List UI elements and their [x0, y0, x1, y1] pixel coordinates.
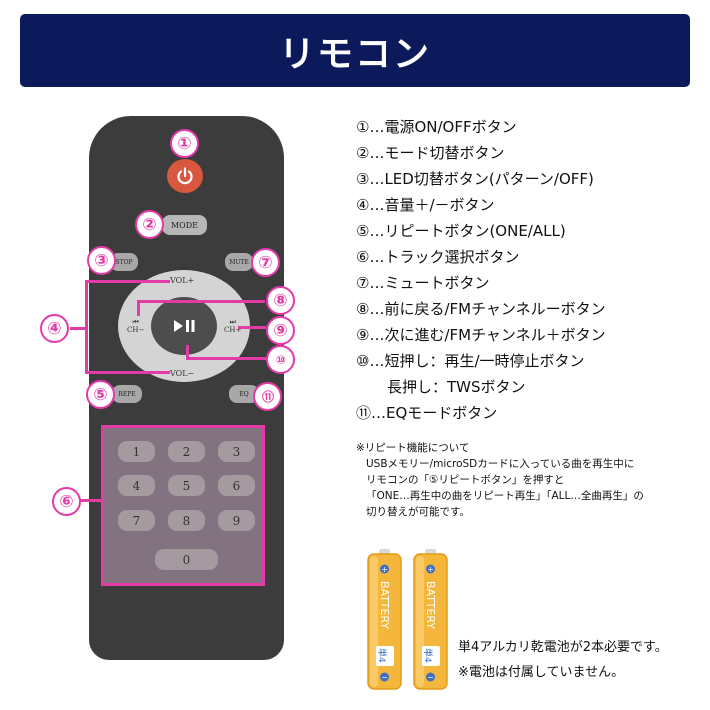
mute-button[interactable]: MUTE — [225, 253, 253, 271]
ch-up-label: CH+ — [224, 326, 242, 334]
vol-up-label: VOL+ — [170, 276, 195, 285]
battery-1-minus-icon — [380, 672, 389, 682]
next-icon: ⏭ — [229, 318, 236, 326]
eq-button-label: EQ — [239, 390, 249, 398]
callout-line-4-bottom — [85, 371, 170, 374]
repeat-note-line-3: 「ONE…再生中の曲をリピート再生」「ALL…全曲再生」の — [366, 490, 644, 502]
battery-2-plus-icon — [426, 564, 435, 574]
led-button-label: STOP — [115, 258, 133, 266]
play-pause-icon — [174, 320, 195, 332]
key-5[interactable]: 5 — [168, 475, 205, 496]
battery-requirement-line-2: ※電池は付属していません。 — [458, 665, 625, 680]
legend-item-8: ⑧…前に戻る/FMチャンネルーボタン — [356, 300, 606, 318]
callout-line-4-top — [85, 280, 170, 283]
mute-button-label: MUTE — [229, 258, 249, 266]
legend-item-5: ⑤…リピートボタン(ONE/ALL) — [356, 222, 566, 240]
legend-item-9: ⑨…次に進む/FMチャンネル＋ボタン — [356, 326, 606, 344]
battery-requirement: 単4アルカリ乾電池が2本必要です。 ※電池は付属していません。 — [458, 635, 668, 685]
repeat-button[interactable]: REPE — [112, 385, 142, 403]
legend-item-4: ④…音量＋/－ボタン — [356, 196, 495, 214]
callout-line-9 — [238, 326, 266, 329]
key-6[interactable]: 6 — [218, 475, 255, 496]
prev-channel-button[interactable]: ⏮ CH− — [127, 318, 144, 334]
legend-item-2: ②…モード切替ボタン — [356, 144, 505, 162]
repeat-note-line-2: リモコンの「⑤リピートボタン」を押すと — [366, 474, 565, 486]
legend-item-7: ⑦…ミュートボタン — [356, 274, 490, 292]
button-legend: ①…電源ON/OFFボタン ②…モード切替ボタン ③…LED切替ボタン(パターン… — [356, 116, 696, 428]
badge-4: ④ — [40, 314, 69, 343]
key-8[interactable]: 8 — [168, 510, 205, 531]
callout-line-4-stub — [70, 327, 88, 330]
battery-1-size: 単4 — [376, 648, 388, 663]
prev-icon: ⏮ — [132, 318, 139, 326]
play-pause-button[interactable] — [151, 297, 217, 355]
callout-line-10-rise — [186, 345, 189, 360]
mode-button[interactable]: MODE — [162, 215, 207, 235]
repeat-note-line-1: USBメモリー/microSDカードに入っている曲を再生中に — [366, 458, 635, 470]
callout-line-8-drop — [137, 300, 140, 316]
legend-item-11: ⑪…EQモードボタン — [356, 404, 498, 422]
battery-2-label: BATTERY — [424, 581, 437, 629]
next-channel-button[interactable]: ⏭ CH+ — [224, 318, 241, 334]
repeat-note-title: ※リピート機能について — [356, 442, 470, 454]
key-4[interactable]: 4 — [118, 475, 155, 496]
mode-button-label: MODE — [170, 220, 198, 230]
battery-2-plus: + — [427, 565, 434, 574]
badge-11: ⑪ — [253, 382, 282, 411]
badge-3: ③ — [87, 246, 116, 275]
battery-1-minus: − — [381, 673, 388, 682]
vol-down-label: VOL− — [170, 369, 195, 378]
battery-2: + BATTERY 単4 − — [413, 549, 448, 690]
badge-7: ⑦ — [251, 248, 280, 277]
number-keypad: 1 2 3 4 5 6 7 8 9 0 — [101, 425, 265, 586]
callout-line-6 — [80, 499, 102, 502]
key-1[interactable]: 1 — [118, 441, 155, 462]
battery-1: + BATTERY 単4 − — [367, 549, 402, 690]
key-7[interactable]: 7 — [118, 510, 155, 531]
banner-title: リモコン — [278, 33, 431, 75]
led-button[interactable]: STOP — [110, 253, 138, 271]
repeat-note-line-4: 切り替えが可能です。 — [366, 506, 470, 518]
badge-2: ② — [135, 210, 164, 239]
power-icon — [177, 167, 193, 185]
battery-2-minus: − — [427, 673, 434, 682]
title-banner: リモコン — [20, 14, 690, 87]
badge-6: ⑥ — [52, 487, 81, 516]
key-2[interactable]: 2 — [168, 441, 205, 462]
legend-item-3: ③…LED切替ボタン(パターン/OFF) — [356, 170, 594, 188]
callout-line-10 — [186, 357, 266, 360]
battery-1-plus-icon — [380, 564, 389, 574]
badge-5: ⑤ — [86, 380, 115, 409]
legend-item-10: ⑩…短押し：再生/一時停止ボタン — [356, 352, 585, 370]
battery-1-label: BATTERY — [378, 581, 391, 629]
badge-9: ⑨ — [266, 316, 295, 345]
badge-1: ① — [170, 129, 199, 158]
battery-1-plus: + — [381, 565, 388, 574]
key-3[interactable]: 3 — [218, 441, 255, 462]
key-0[interactable]: 0 — [155, 549, 218, 570]
callout-line-8 — [137, 300, 265, 303]
battery-requirement-line-1: 単4アルカリ乾電池が2本必要です。 — [458, 640, 668, 655]
repeat-note: ※リピート機能について USBメモリー/microSDカードに入っている曲を再生… — [356, 440, 696, 520]
legend-item-1: ①…電源ON/OFFボタン — [356, 118, 517, 136]
repeat-button-label: REPE — [118, 390, 136, 398]
badge-8: ⑧ — [266, 286, 295, 315]
legend-item-6: ⑥…トラック選択ボタン — [356, 248, 520, 266]
legend-item-10-long-press: 長押し：TWSボタン — [387, 378, 526, 396]
key-9[interactable]: 9 — [218, 510, 255, 531]
eq-button[interactable]: EQ — [229, 385, 259, 403]
power-button[interactable] — [167, 159, 203, 193]
battery-2-size: 単4 — [422, 648, 434, 663]
badge-10: ⑩ — [266, 345, 295, 374]
ch-down-label: CH− — [127, 326, 145, 334]
battery-2-minus-icon — [426, 672, 435, 682]
